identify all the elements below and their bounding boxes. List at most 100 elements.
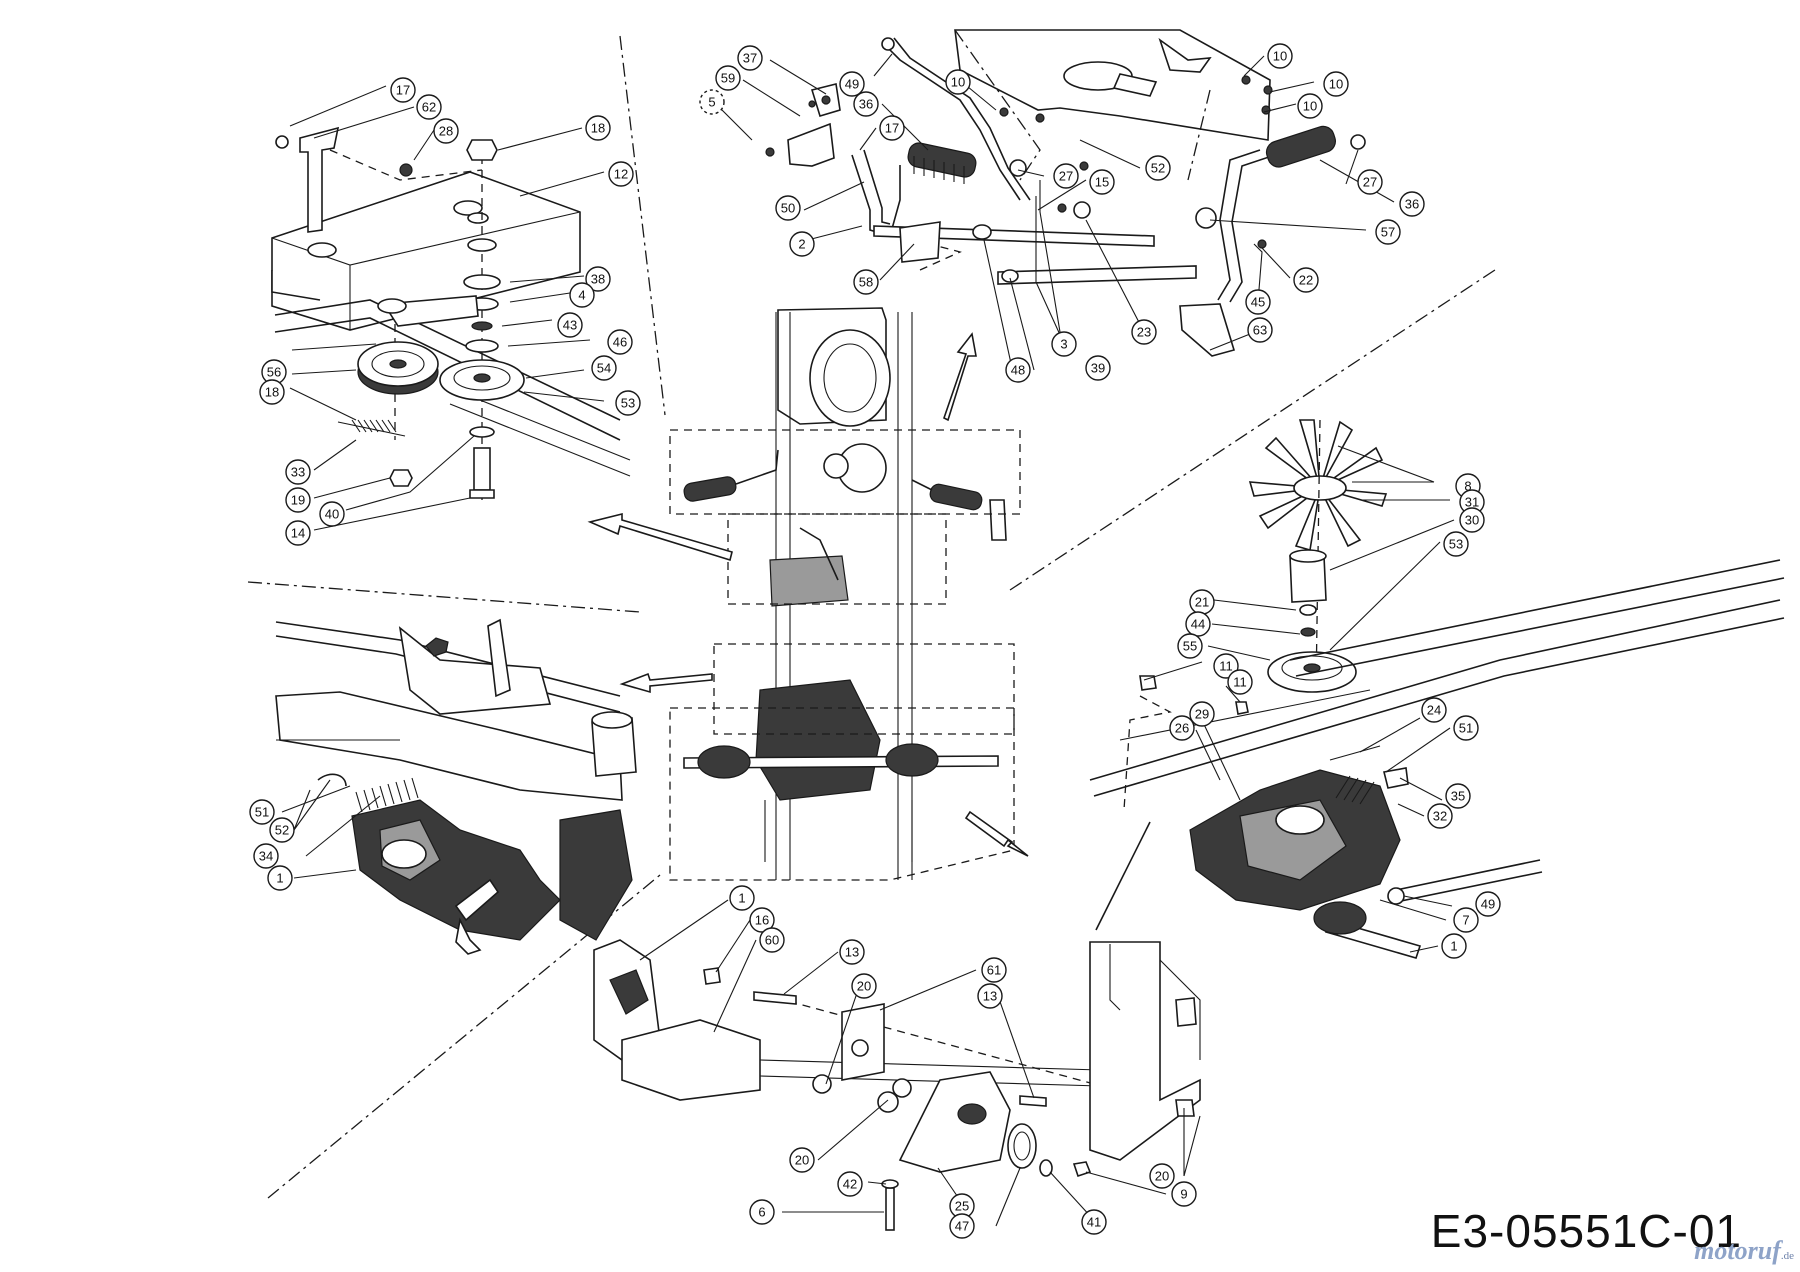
svg-text:35: 35 [1451,789,1465,804]
chassis-overview-center [587,307,1029,881]
callout: 34 [253,843,279,869]
svg-text:7: 7 [1462,913,1469,928]
svg-text:17: 17 [396,83,410,98]
svg-text:58: 58 [859,275,873,290]
svg-text:45: 45 [1251,295,1265,310]
callout: 27 [1357,169,1383,195]
svg-text:24: 24 [1427,703,1441,718]
svg-text:26: 26 [1175,721,1189,736]
callout: 15 [1089,169,1115,195]
svg-text:3: 3 [1060,337,1067,352]
callout: 18 [259,379,285,405]
callout: 63 [1247,317,1273,343]
callout: 61 [981,957,1007,983]
callout: 23 [1131,319,1157,345]
watermark-logo: motoruf.de [1694,1236,1794,1266]
svg-text:56: 56 [267,365,281,380]
callout: 1 [1441,933,1467,959]
callout: 37 [737,45,763,71]
svg-text:11: 11 [1233,675,1247,690]
pulley-assembly-top-left [271,126,631,500]
drawing-code: E3-05551C-01 [1430,1205,1742,1257]
callout: 10 [1267,43,1293,69]
svg-text:57: 57 [1381,225,1395,240]
callout: 39 [1085,355,1111,381]
callout: 20 [1149,1163,1175,1189]
svg-text:21: 21 [1195,595,1209,610]
svg-text:15: 15 [1095,175,1109,190]
callout: 46 [607,329,633,355]
svg-text:1: 1 [1450,939,1457,954]
callout: 52 [1145,155,1171,181]
svg-text:19: 19 [291,493,305,508]
svg-text:1: 1 [276,871,283,886]
callout: 59 [715,65,741,91]
callout: 31 [1459,489,1485,515]
svg-text:39: 39 [1091,361,1105,376]
callout: 19 [285,487,311,513]
svg-text:44: 44 [1191,617,1205,632]
svg-text:23: 23 [1137,325,1151,340]
svg-text:11: 11 [1219,659,1233,674]
svg-text:43: 43 [563,318,577,333]
callout: 14 [285,520,311,546]
callout: 52 [269,817,295,843]
svg-text:17: 17 [885,121,899,136]
callout: 29 [1189,701,1215,727]
svg-text:50: 50 [781,201,795,216]
callout: 58 [853,269,879,295]
svg-text:20: 20 [1155,1169,1169,1184]
callout: 57 [1375,219,1401,245]
svg-text:9: 9 [1180,1187,1187,1202]
svg-text:13: 13 [983,989,997,1004]
callout: 60 [759,927,785,953]
callout: 16 [749,907,775,933]
callout: 7 [1453,907,1479,933]
svg-text:62: 62 [422,100,436,115]
svg-text:46: 46 [613,335,627,350]
callout: 56 [261,359,287,385]
svg-text:36: 36 [859,97,873,112]
callout: 12 [608,161,634,187]
fan-transmission-right [1089,419,1785,959]
svg-text:16: 16 [755,913,769,928]
svg-text:5: 5 [708,95,715,110]
svg-text:61: 61 [987,963,1001,978]
callout: 62 [416,94,442,120]
callout: 54 [591,355,617,381]
callout: 49 [839,71,865,97]
svg-text:32: 32 [1433,809,1447,824]
svg-text:6: 6 [758,1205,765,1220]
svg-text:18: 18 [591,121,605,136]
svg-text:52: 52 [275,823,289,838]
callout: 13 [839,939,865,965]
callout: 3 [1051,331,1077,357]
svg-text:20: 20 [857,979,871,994]
svg-text:10: 10 [1329,77,1343,92]
svg-text:34: 34 [259,849,273,864]
callout: 21 [1189,589,1215,615]
callout: 11 [1227,669,1253,695]
callout: 38 [585,266,611,292]
watermark-brand: motoruf [1694,1236,1781,1265]
callout: 55 [1177,633,1203,659]
svg-text:20: 20 [795,1153,809,1168]
svg-text:10: 10 [1303,99,1317,114]
svg-text:2: 2 [798,237,805,252]
callout: 20 [789,1147,815,1173]
svg-text:29: 29 [1195,707,1209,722]
svg-text:40: 40 [325,507,339,522]
svg-text:27: 27 [1059,169,1073,184]
callout: 1 [267,865,293,891]
callout: 17 [879,115,905,141]
callout: 45 [1245,289,1271,315]
svg-text:41: 41 [1087,1215,1101,1230]
callout: 51 [249,799,275,825]
callout: 53 [615,390,641,416]
callout: 11 [1213,653,1239,679]
svg-text:30: 30 [1465,513,1479,528]
svg-text:28: 28 [439,124,453,139]
callout: 32 [1427,803,1453,829]
callout: 1 [729,885,755,911]
